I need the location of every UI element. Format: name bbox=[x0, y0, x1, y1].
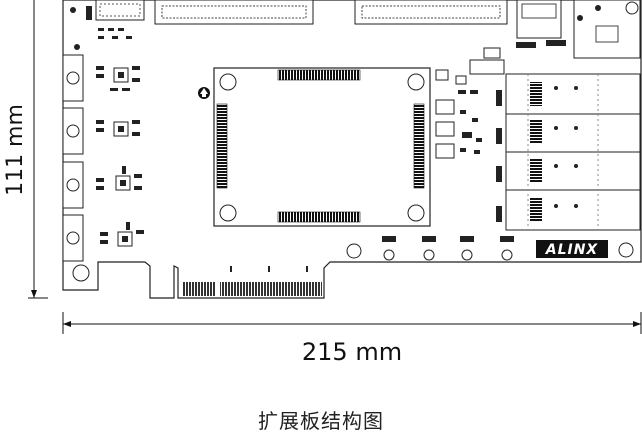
middle-right-components bbox=[435, 40, 566, 159]
sfp-cages bbox=[496, 73, 641, 231]
height-dimension: 111 mm bbox=[3, 0, 48, 299]
alinx-logo: ALINX bbox=[536, 240, 634, 258]
pcie-gold-fingers bbox=[182, 266, 322, 296]
width-dimension: 215 mm bbox=[62, 312, 642, 366]
logo-text: ALINX bbox=[545, 242, 599, 258]
left-connectors bbox=[62, 54, 90, 282]
core-board-socket bbox=[198, 67, 431, 227]
figure-caption: 扩展板结构图 bbox=[258, 409, 384, 433]
height-label: 111 mm bbox=[3, 104, 28, 196]
width-label: 215 mm bbox=[302, 338, 402, 366]
top-connectors bbox=[70, 0, 641, 59]
left-ic-clusters bbox=[96, 28, 144, 247]
button-row bbox=[346, 236, 514, 261]
